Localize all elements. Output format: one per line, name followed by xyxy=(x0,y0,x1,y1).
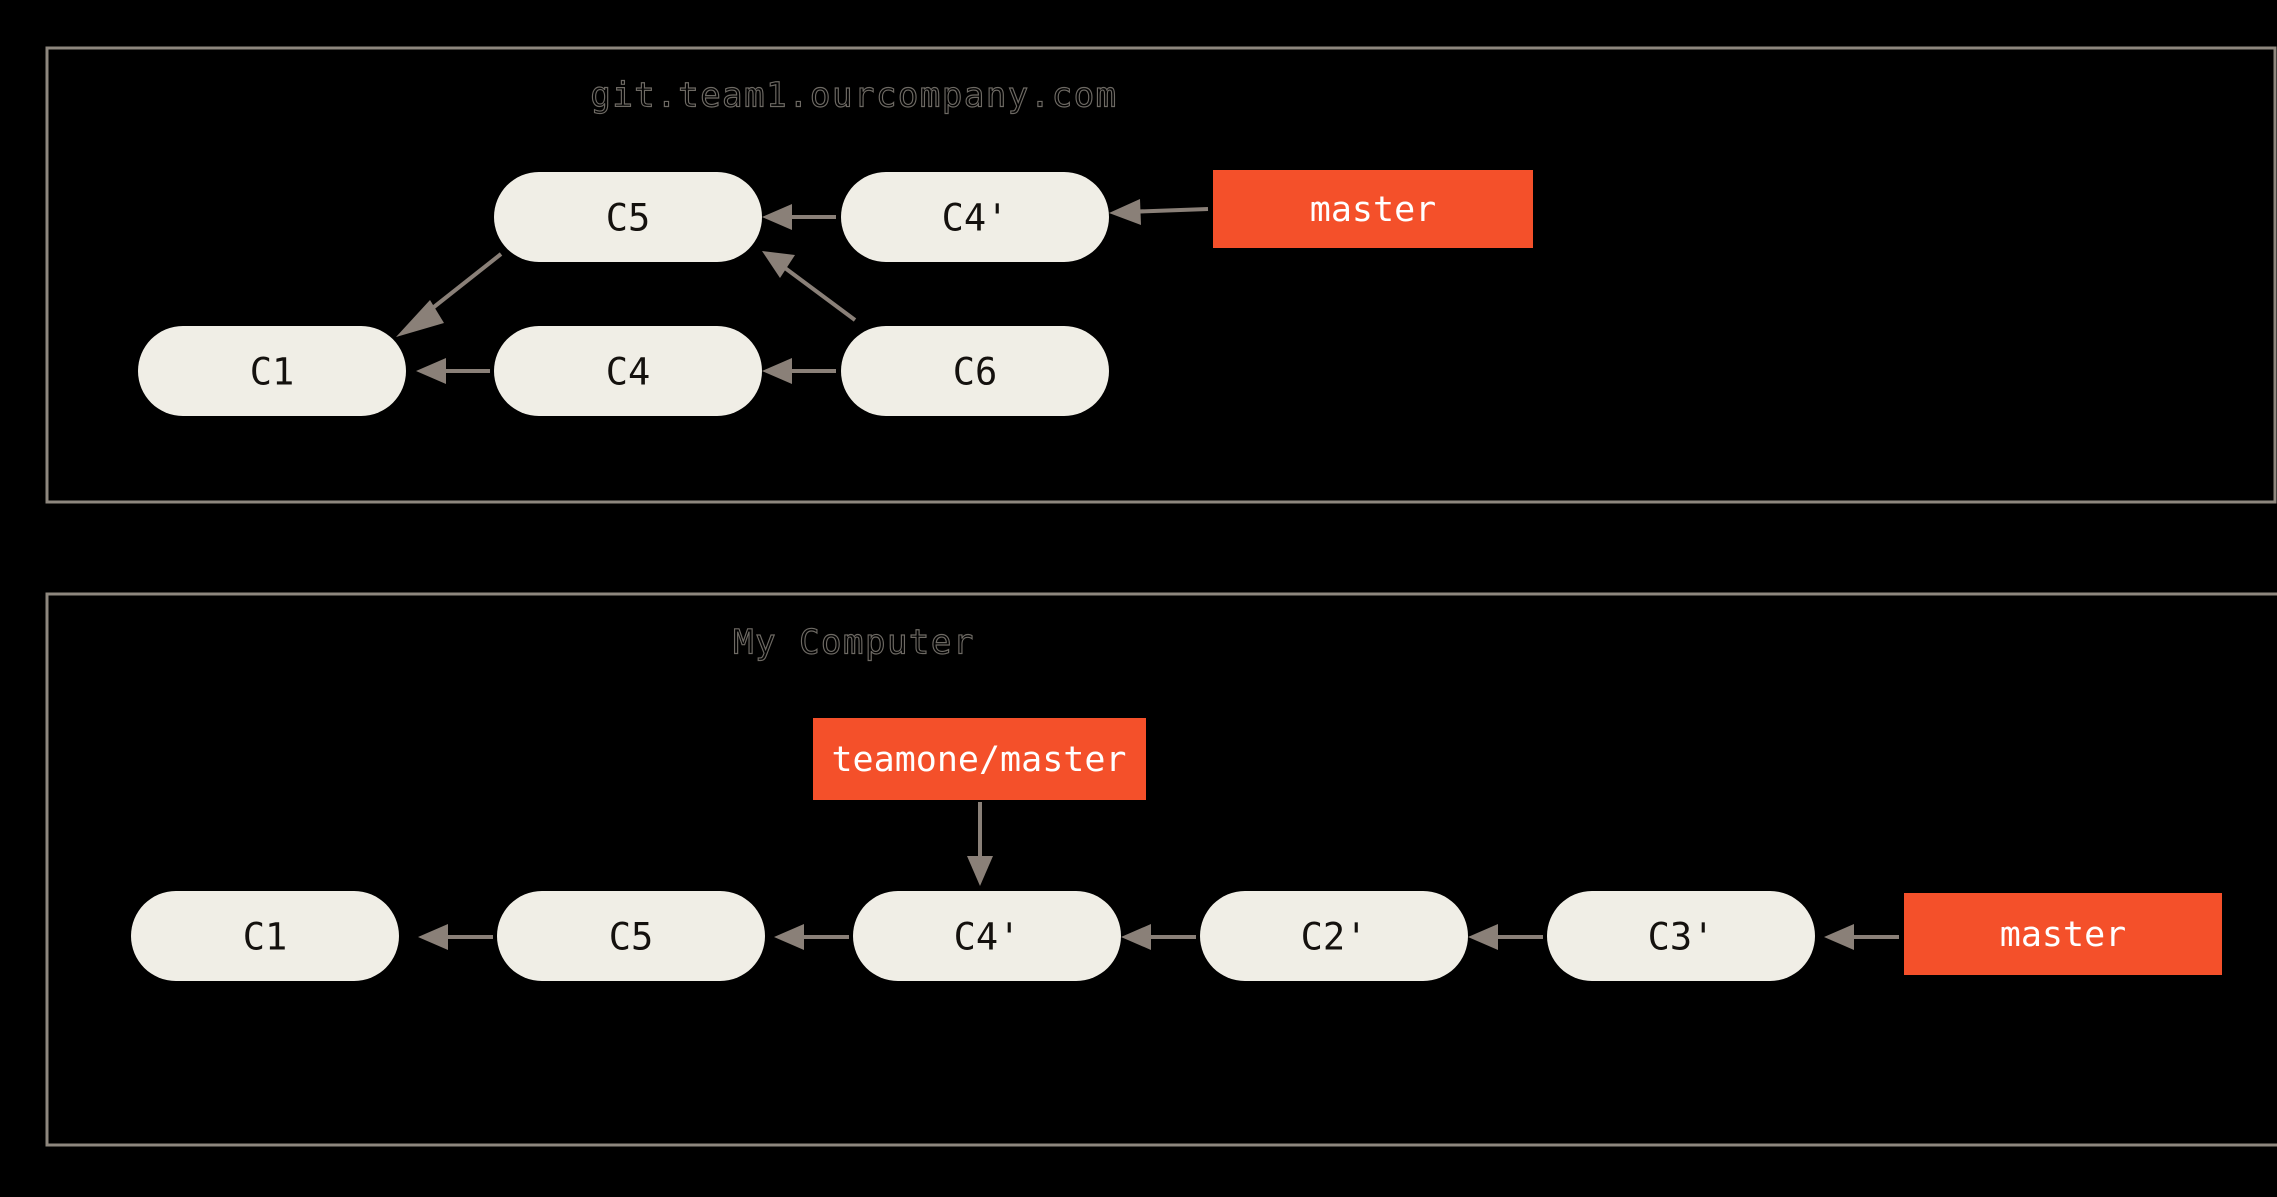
branch-text-master-local: master xyxy=(2000,915,2126,955)
commit-shape-local-c2-prime xyxy=(1200,891,1468,981)
local-panel-edges xyxy=(418,802,1899,950)
branch-shape-master-remote xyxy=(1213,170,1533,248)
commit-label-c5: C5 xyxy=(606,197,651,240)
edge-local-c4p-to-c5 xyxy=(774,924,849,950)
remote-panel-edges xyxy=(396,199,1209,384)
commit-node-local-c4-prime[interactable]: C4' xyxy=(853,891,1121,981)
commit-shape-c4 xyxy=(494,326,762,416)
edge-c4p-to-c5 xyxy=(762,204,836,230)
remote-panel: git.team1.ourcompany.com xyxy=(45,46,2277,504)
edge-teamone-master-to-c4p xyxy=(967,802,993,886)
branch-text-teamone-master: teamone/master xyxy=(831,740,1126,780)
commit-label-local-c2-prime: C2' xyxy=(1301,916,1368,959)
commit-shape-c6 xyxy=(841,326,1109,416)
commit-node-c6[interactable]: C6 xyxy=(841,326,1109,416)
local-panel-frame xyxy=(45,592,2277,1147)
commit-node-local-c2-prime[interactable]: C2' xyxy=(1200,891,1468,981)
commit-label-c6: C6 xyxy=(953,351,998,394)
commit-shape-local-c5 xyxy=(497,891,765,981)
commit-shape-local-c1 xyxy=(131,891,399,981)
edge-local-c3p-to-c2p xyxy=(1468,924,1543,950)
edge-local-master-to-c3p xyxy=(1824,924,1899,950)
commit-node-c5[interactable]: C5 xyxy=(494,172,762,262)
commit-label-c4-prime: C4' xyxy=(942,197,1009,240)
commit-shape-c4-prime xyxy=(841,172,1109,262)
commit-node-c4[interactable]: C4 xyxy=(494,326,762,416)
commit-node-c1[interactable]: C1 xyxy=(138,326,406,416)
edge-c5-to-c1 xyxy=(396,252,503,337)
edge-local-c5-to-c1 xyxy=(418,924,493,950)
commit-label-local-c3-prime: C3' xyxy=(1648,916,1715,959)
commit-label-c1: C1 xyxy=(250,351,295,394)
edge-master-to-c4p xyxy=(1109,199,1209,225)
commit-node-local-c3-prime[interactable]: C3' xyxy=(1547,891,1815,981)
branch-label-teamone-master[interactable]: teamone/master xyxy=(813,718,1146,800)
edge-c6-to-c5 xyxy=(762,251,857,322)
commit-label-local-c5: C5 xyxy=(609,916,654,959)
commit-shape-c1 xyxy=(138,326,406,416)
edge-local-c2p-to-c4p xyxy=(1121,924,1196,950)
commit-shape-local-c4-prime xyxy=(853,891,1121,981)
commit-label-c4: C4 xyxy=(606,351,651,394)
branch-label-master-remote[interactable]: master xyxy=(1213,170,1533,248)
commit-node-local-c5[interactable]: C5 xyxy=(497,891,765,981)
commit-shape-local-c3-prime xyxy=(1547,891,1815,981)
commit-label-local-c1: C1 xyxy=(243,916,288,959)
branch-label-master-local[interactable]: master xyxy=(1904,893,2222,975)
commit-shape-c5 xyxy=(494,172,762,262)
edge-c6-to-c4 xyxy=(762,358,836,384)
commit-node-local-c1[interactable]: C1 xyxy=(131,891,399,981)
local-panel-title: My Computer xyxy=(733,623,975,663)
commit-node-c4-prime[interactable]: C4' xyxy=(841,172,1109,262)
edge-c4-to-c1 xyxy=(416,358,490,384)
branch-text-master-remote: master xyxy=(1310,190,1436,230)
remote-panel-frame xyxy=(45,46,2277,504)
commit-label-local-c4-prime: C4' xyxy=(954,916,1021,959)
branch-shape-master-local xyxy=(1904,893,2222,975)
remote-panel-title: git.team1.ourcompany.com xyxy=(590,76,1117,116)
branch-shape-teamone-master xyxy=(813,718,1146,800)
local-panel: My Computer xyxy=(45,592,2277,1147)
